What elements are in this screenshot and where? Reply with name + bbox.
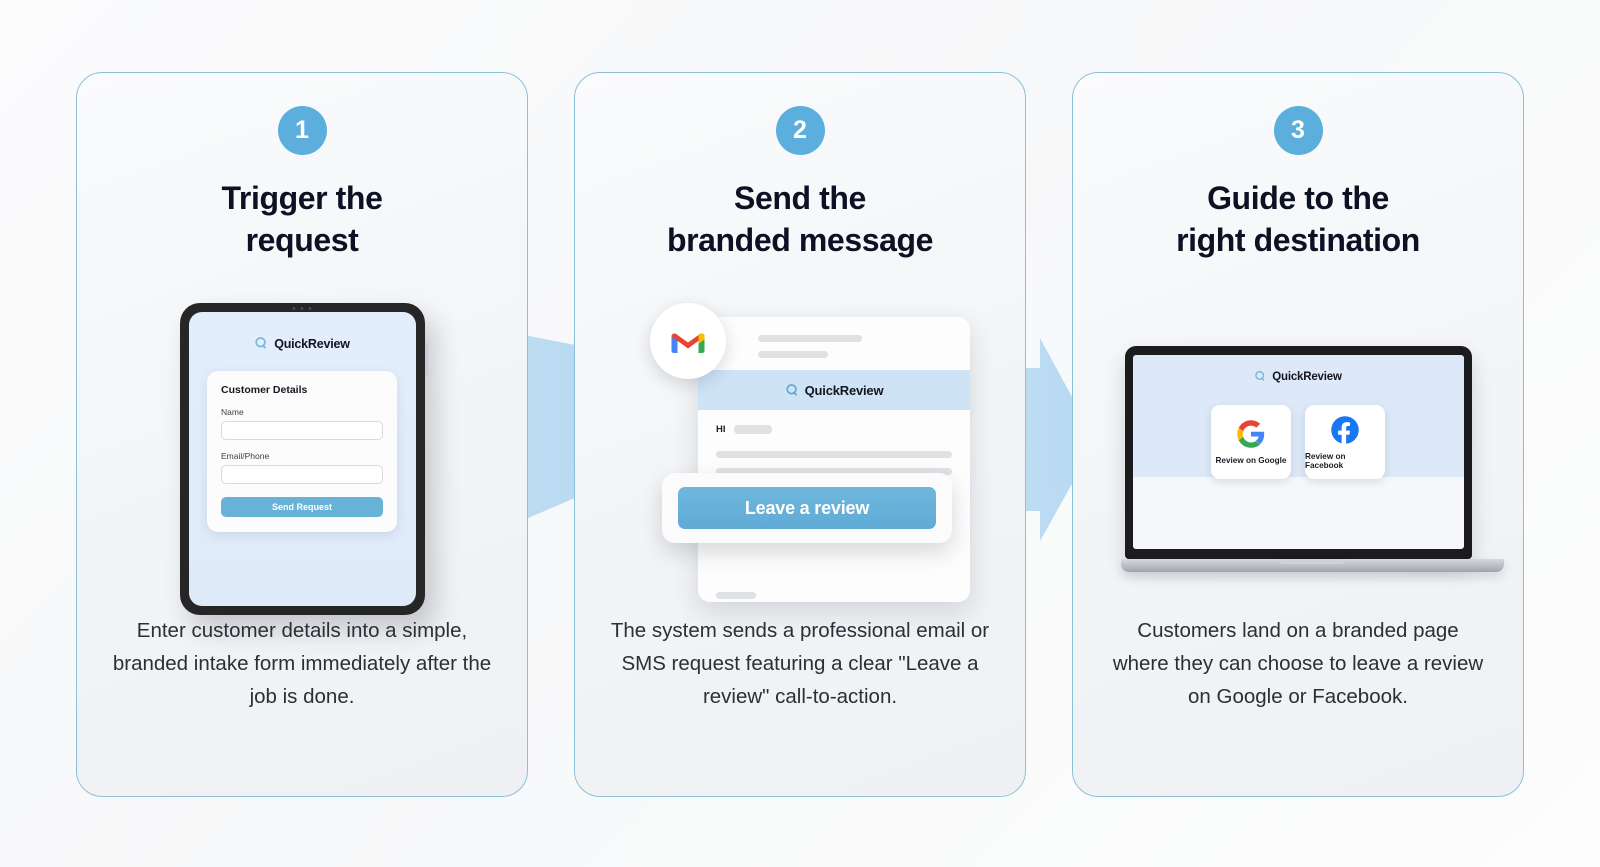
step-visual-1: QuickReview Customer Details Name Email/… — [77, 294, 527, 624]
step-title-2: Send the branded message — [666, 180, 934, 259]
laptop-screen: QuickReview — [1132, 355, 1464, 550]
review-on-facebook-button[interactable]: Review on Facebook — [1305, 405, 1385, 480]
email-header-placeholder-lines — [698, 317, 970, 370]
step-card-3: 3 Guide to the right destination Qui — [1072, 72, 1524, 797]
laptop-lid: QuickReview — [1124, 346, 1472, 560]
step-card-1: 1 Trigger the request QuickReview — [76, 72, 528, 797]
step-caption-3: Customers land on a branded page where t… — [1112, 618, 1484, 709]
review-on-google-button[interactable]: Review on Google — [1211, 405, 1291, 480]
email-footer — [698, 576, 970, 602]
quickreview-logo-landing: QuickReview — [1254, 370, 1342, 383]
quickreview-mark-icon — [1255, 370, 1265, 381]
gmail-icon — [671, 333, 705, 354]
step-caption-2: The system sends a professional email or… — [610, 618, 990, 709]
gmail-badge — [650, 303, 726, 380]
placeholder-line — [716, 592, 756, 600]
email-card: QuickReview HI — [698, 317, 970, 603]
quickreview-logo-tablet: QuickReview — [254, 336, 350, 351]
laptop-device: QuickReview — [1120, 346, 1504, 573]
email-preview: QuickReview HI — [650, 303, 970, 615]
quickreview-logo-email: QuickReview — [785, 383, 884, 398]
email-greeting: HI — [716, 424, 726, 436]
email-phone-field-label: Email/Phone — [221, 451, 270, 462]
email-phone-input[interactable] — [221, 465, 383, 485]
quickreview-mark-icon — [255, 337, 267, 349]
intake-form-card: Customer Details Name Email/Phone Send R… — [207, 371, 397, 533]
facebook-icon — [1331, 415, 1359, 444]
step-card-2: 2 Send the branded message — [574, 72, 1026, 797]
placeholder-name — [733, 425, 772, 435]
placeholder-line — [758, 351, 828, 359]
tablet-device: QuickReview Customer Details Name Email/… — [179, 303, 428, 616]
review-destination-row: Review on Google Review on Facebook — [1211, 405, 1385, 480]
laptop-notch — [1274, 346, 1322, 354]
tablet-screen: QuickReview Customer Details Name Email/… — [188, 312, 416, 607]
name-field-label: Name — [221, 407, 244, 418]
quickreview-wordmark-tablet: QuickReview — [274, 336, 350, 351]
leave-a-review-button[interactable]: Leave a review — [678, 487, 936, 530]
step-visual-3: QuickReview — [1073, 294, 1523, 624]
form-title: Customer Details — [221, 384, 308, 397]
step-number-badge-1: 1 — [277, 106, 327, 155]
email-brand-band: QuickReview — [698, 370, 970, 411]
placeholder-line — [716, 451, 952, 459]
step-title-1: Trigger the request — [221, 180, 383, 259]
email-greeting-row: HI — [716, 424, 952, 435]
name-input[interactable] — [221, 421, 383, 441]
quickreview-wordmark-landing: QuickReview — [1272, 370, 1342, 383]
step-number-badge-3: 3 — [1273, 106, 1323, 155]
laptop-base — [1120, 559, 1504, 573]
cta-floating-card: Leave a review — [662, 473, 952, 544]
review-on-google-label: Review on Google — [1215, 456, 1287, 466]
google-icon — [1237, 420, 1265, 448]
send-request-button[interactable]: Send Request — [221, 497, 383, 518]
step-title-3: Guide to the right destination — [1176, 180, 1420, 259]
review-on-facebook-label: Review on Facebook — [1305, 451, 1346, 470]
placeholder-line — [758, 335, 862, 343]
step-number-badge-2: 2 — [775, 106, 825, 155]
quickreview-wordmark-email: QuickReview — [804, 382, 884, 398]
quickreview-mark-icon — [786, 383, 797, 396]
step-caption-1: Enter customer details into a simple, br… — [112, 618, 492, 709]
step-visual-2: QuickReview HI — [575, 294, 1025, 624]
placeholder-line — [716, 468, 952, 476]
tablet-sensor-dots — [292, 307, 312, 311]
